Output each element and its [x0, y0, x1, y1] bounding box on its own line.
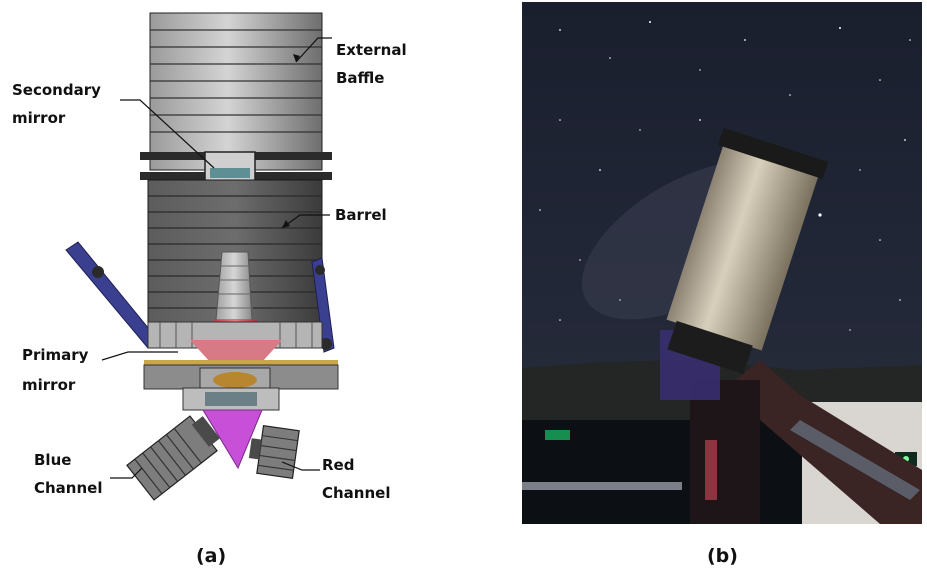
secondary-mirror-assembly	[140, 151, 332, 183]
label-red-channel-1: Red	[322, 456, 354, 474]
barrel-arrowhead	[282, 220, 290, 228]
primary-mirror-cell	[143, 321, 339, 391]
label-external-baffle-2: Baffle	[336, 69, 384, 87]
label-primary-mirror-1: Primary	[22, 346, 89, 364]
external-baffle	[149, 12, 323, 171]
primary-mirror-leader	[101, 351, 178, 361]
label-red-channel-2: Channel	[322, 484, 390, 502]
railing	[522, 482, 682, 490]
label-primary-mirror-2: mirror	[22, 376, 76, 394]
caption-a: (a)	[196, 545, 226, 567]
label-external-baffle-1: External	[336, 41, 407, 59]
counterweight-bar	[790, 420, 920, 500]
label-secondary-mirror-2: mirror	[12, 109, 66, 127]
secondary-mirror-leader	[120, 99, 215, 169]
panel-a-labels: External Baffle Secondary mirror Barrel …	[12, 41, 407, 502]
blue-channel-camera	[126, 415, 221, 501]
label-secondary-mirror-1: Secondary	[12, 81, 101, 99]
caption-b: (b)	[707, 545, 738, 567]
telescope-pier	[690, 380, 760, 524]
external-baffle-arrowhead	[293, 54, 300, 62]
external-baffle-leader	[295, 37, 332, 63]
panel-b-photo	[522, 2, 922, 524]
label-blue-channel-1: Blue	[34, 451, 71, 469]
blue-channel-leader	[110, 467, 143, 479]
green-glow	[545, 430, 570, 440]
support-arms	[65, 241, 335, 353]
label-blue-channel-2: Channel	[34, 479, 102, 497]
dichroic-prism	[202, 409, 263, 470]
telescope-tube-photo	[666, 127, 829, 375]
red-channel-camera	[248, 425, 300, 479]
label-barrel: Barrel	[335, 206, 387, 224]
instrument-box	[182, 387, 280, 411]
panel-a-drawing	[65, 12, 339, 501]
red-channel-leader	[281, 461, 320, 471]
red-highlight	[705, 440, 717, 500]
